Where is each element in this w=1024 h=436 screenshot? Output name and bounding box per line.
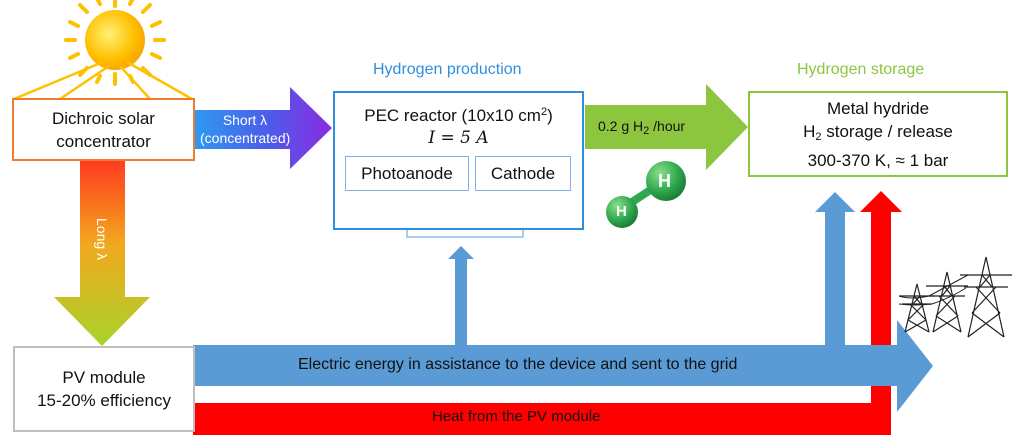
- hydrogen-storage-heading: Hydrogen storage: [797, 61, 925, 78]
- heat-arrow: [193, 191, 902, 435]
- electric-energy-arrow: [193, 320, 933, 412]
- storage-line2: H2 storage / release: [803, 121, 953, 143]
- photoanode-box: Photoanode: [345, 156, 469, 191]
- photoanode-label: Photoanode: [361, 164, 453, 183]
- hydrogen-output-arrow: [585, 84, 748, 170]
- electric-energy-label: Electric energy in assistance to the dev…: [298, 356, 738, 373]
- pv-module-line1: PV module: [62, 368, 146, 387]
- hydrogen-atom-label-2: H: [616, 203, 627, 220]
- metal-hydride-box: Metal hydride H2 storage / release 300-3…: [748, 91, 1008, 177]
- sun-rays: [13, 60, 193, 101]
- short-wavelength-arrow: [193, 87, 332, 169]
- hydrogen-rate-label: 0.2 g H2 /hour: [598, 118, 686, 137]
- transmission-tower-icon: [898, 256, 1012, 338]
- heat-label: Heat from the PV module: [432, 408, 601, 425]
- long-wavelength-arrow: [54, 160, 150, 346]
- storage-line3: 300-370 K, ≈ 1 bar: [807, 150, 949, 170]
- long-wavelength-label: Long λ: [94, 218, 110, 261]
- concentrator-line2: concentrator: [56, 131, 151, 151]
- hydrogen-molecule-icon: [606, 161, 686, 228]
- storage-electric-arrow: [815, 192, 855, 346]
- pec-title: PEC reactor (10x10 cm2): [364, 106, 553, 125]
- storage-line1: Metal hydride: [826, 98, 930, 118]
- sun-icon: [64, 0, 166, 86]
- pec-current-equation: I = 5 A: [428, 128, 489, 148]
- concentrator-line1: Dichroic solar: [52, 108, 155, 128]
- pec-electric-arrow: [448, 246, 474, 346]
- pv-module-box: PV module 15-20% efficiency: [13, 346, 195, 432]
- hydrogen-production-heading: Hydrogen production: [373, 61, 522, 78]
- short-wavelength-label: Short λ (concentrated): [200, 112, 291, 146]
- pv-module-line2: 15-20% efficiency: [37, 391, 171, 410]
- concentrator-box: Dichroic solar concentrator: [12, 98, 195, 161]
- cathode-label: Cathode: [490, 164, 556, 183]
- cathode-box: Cathode: [475, 156, 571, 191]
- hydrogen-atom-label-1: H: [658, 171, 671, 191]
